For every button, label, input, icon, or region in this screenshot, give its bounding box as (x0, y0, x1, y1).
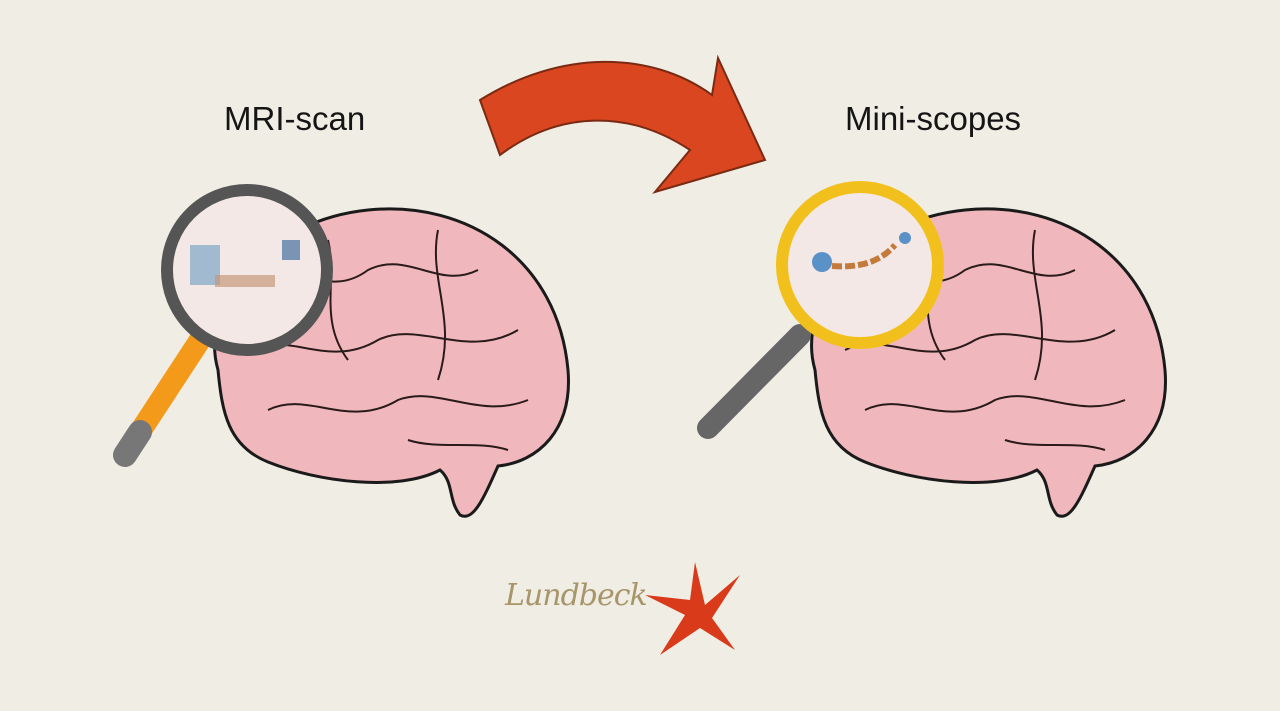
neuron-icon (812, 252, 832, 272)
curved-arrow (478, 54, 767, 194)
starfish-logo-icon (645, 562, 740, 655)
mri-scan-label: MRI-scan (224, 100, 366, 137)
lundbeck-logo-text: Lundbeck (505, 578, 648, 613)
magnifier-left (113, 184, 333, 467)
magnifier-right (697, 181, 944, 439)
mini-scopes-label: Mini-scopes (845, 100, 1022, 137)
